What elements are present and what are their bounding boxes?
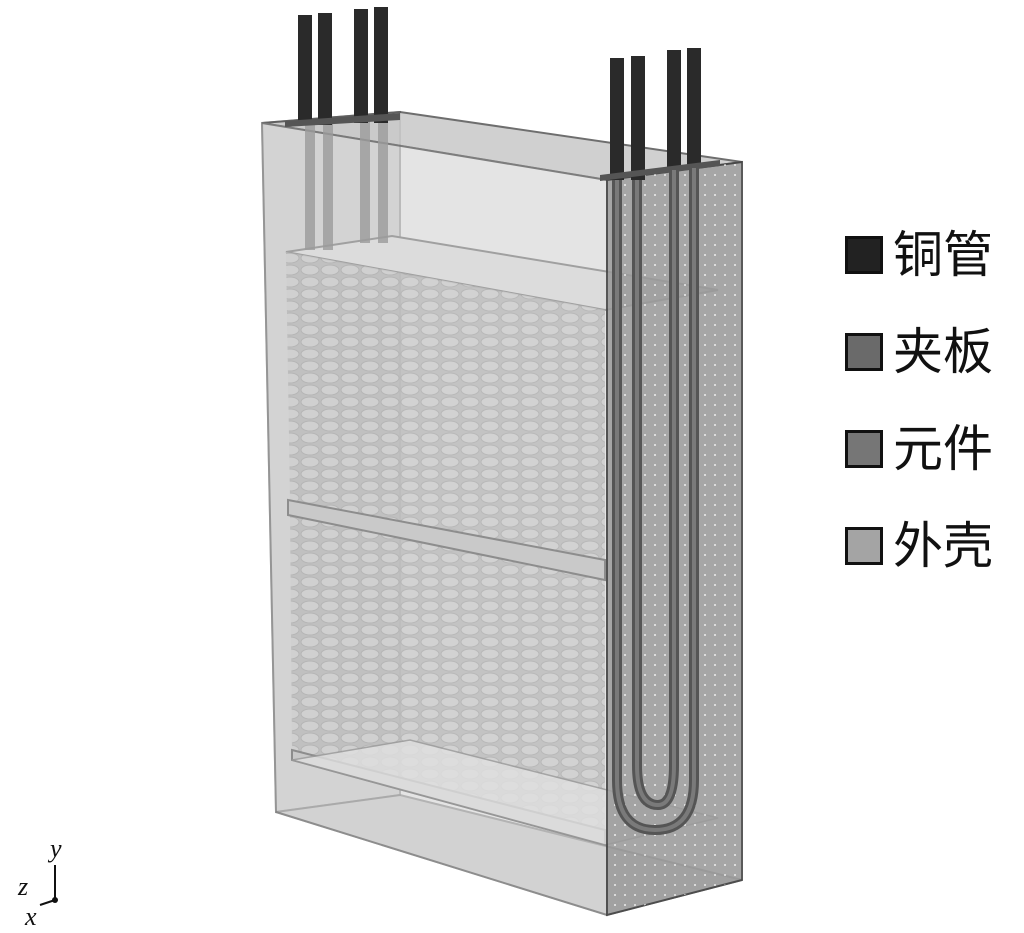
axis-x-label: x — [24, 902, 37, 931]
axis-triad: y z x — [17, 834, 62, 931]
legend-swatch-shell — [845, 527, 883, 565]
legend-swatch-clamp-plate — [845, 333, 883, 371]
middle-clamp-plate — [287, 498, 606, 582]
legend: 铜管 夹板 元件 外壳 — [845, 222, 1024, 610]
axis-y-label: y — [47, 834, 62, 863]
legend-item-copper-tube: 铜管 — [845, 222, 1024, 288]
legend-item-clamp-plate: 夹板 — [845, 319, 1024, 385]
legend-item-component: 元件 — [845, 416, 1024, 482]
legend-swatch-copper-tube — [845, 236, 883, 274]
axis-z-label: z — [17, 872, 28, 901]
legend-label-clamp-plate: 夹板 — [893, 323, 993, 381]
legend-label-copper-tube: 铜管 — [893, 226, 993, 284]
legend-item-shell: 外壳 — [845, 513, 1024, 579]
legend-label-shell: 外壳 — [893, 517, 993, 575]
legend-label-component: 元件 — [893, 420, 993, 478]
right-copper-tubes — [600, 48, 720, 836]
legend-swatch-component — [845, 430, 883, 468]
left-copper-tubes — [285, 7, 400, 250]
